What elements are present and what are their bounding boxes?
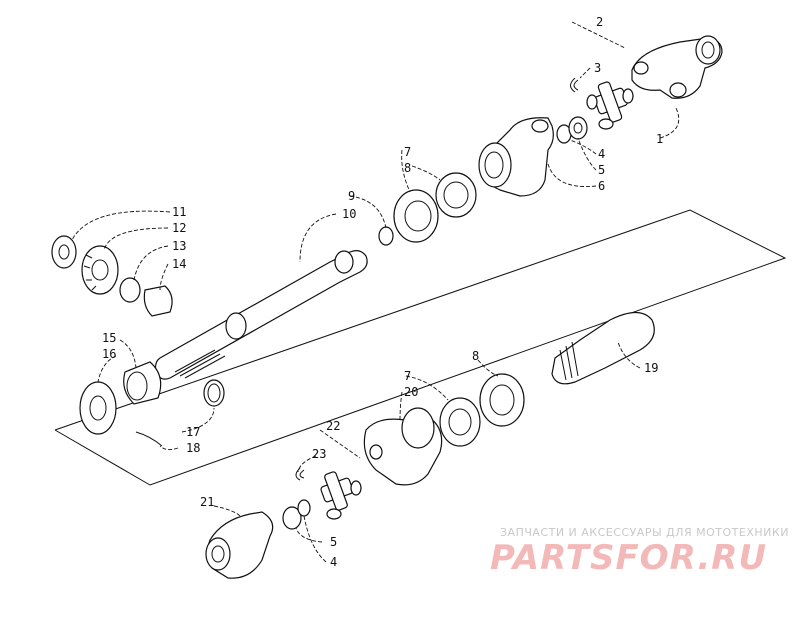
part-7-8-seal-lower [439,373,525,447]
part-5-bearing-lower [282,506,302,530]
callout-4-lower: 4 [330,555,337,569]
callout-5-lower: 5 [330,535,337,549]
upper-cross [586,81,634,130]
callout-4: 4 [598,147,605,161]
callout-19: 19 [644,361,658,375]
part-11-washer [51,235,77,269]
callout-23: 23 [312,447,326,461]
part-23-snap-ring [295,467,305,481]
callout-18: 18 [186,441,200,455]
callout-8-lower: 8 [472,349,479,363]
callout-12: 12 [172,221,186,235]
part-18-clip [135,431,163,447]
callout-9: 9 [348,189,355,203]
callout-16: 16 [102,347,116,361]
callout-15: 15 [102,331,116,345]
callout-5: 5 [598,163,605,177]
callout-2: 2 [596,15,603,29]
part-4-seal-lower [297,499,311,517]
callout-1: 1 [656,132,663,146]
part-14-bushing [143,285,173,317]
callout-22: 22 [326,419,340,433]
callout-14: 14 [172,257,186,271]
watermark-logo: PARTSFOR.RU [490,538,768,578]
part-7-8-seal-upper [393,172,477,243]
part-20-flange-yoke [363,407,443,486]
callout-17: 17 [186,425,200,439]
part-17-ring [203,379,225,407]
part-13-ring [119,277,141,303]
callout-20: 20 [404,385,418,399]
part-1-yoke [631,35,723,99]
callout-10: 10 [342,207,356,221]
part-15-16-bearing [79,361,162,435]
callout-3: 3 [594,61,601,75]
part-10-shaft [154,250,368,380]
callout-7-lower: 7 [404,369,411,383]
callout-7: 7 [404,145,411,159]
part-19-stub-shaft [551,311,655,385]
part-9-washer [378,226,394,246]
part-6-flange-yoke [478,117,554,197]
watermark-tagline: ЗАПЧАСТИ И АКСЕССУАРЫ ДЛЯ МОТОТЕХНИКИ [500,526,789,539]
part-12-gear [81,245,119,295]
lower-cross [320,471,362,520]
callout-6: 6 [598,179,605,193]
part-3-snap-ring [570,77,579,93]
callout-21: 21 [200,495,214,509]
callout-11: 11 [172,205,186,219]
part-5-bearing [568,116,588,140]
part-21-yoke [205,511,274,579]
assembly-frame [54,209,787,486]
callout-8: 8 [404,161,411,175]
callout-13: 13 [172,239,186,253]
